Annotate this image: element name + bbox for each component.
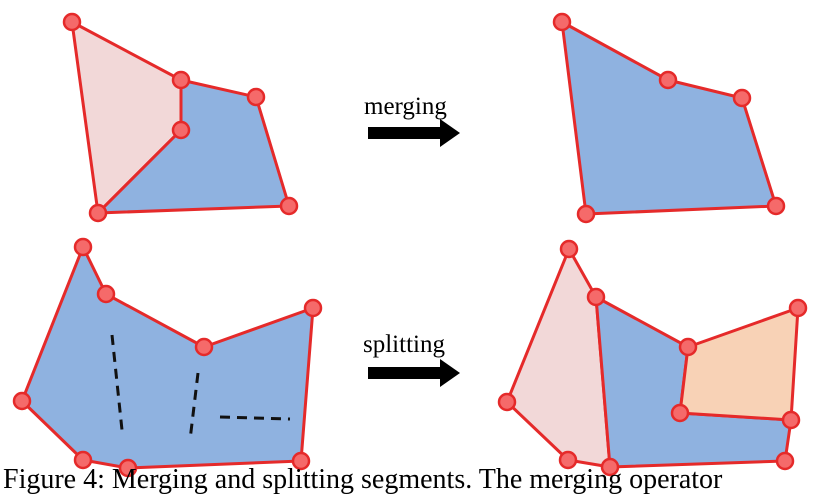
vertex — [96, 284, 116, 304]
vertex — [766, 196, 786, 216]
before-split-diagram — [12, 237, 323, 478]
arrow-shaft — [368, 367, 442, 379]
split-guide-lines — [110, 334, 291, 441]
vertex — [12, 391, 32, 411]
pink-region — [505, 247, 612, 469]
arrow-head — [440, 359, 460, 387]
vertex — [788, 298, 808, 318]
merged-blue-region — [560, 20, 778, 216]
vertex — [552, 12, 572, 32]
splitting-label: splitting — [363, 331, 445, 358]
vertex — [246, 87, 266, 107]
vertex — [775, 451, 795, 471]
vertex — [73, 237, 93, 257]
blue-region — [20, 245, 315, 470]
splitting-arrow — [368, 359, 460, 387]
vertex — [118, 458, 138, 478]
arrow-shaft — [368, 127, 442, 139]
vertex — [586, 287, 606, 307]
vertex — [600, 457, 620, 477]
vertex — [658, 70, 678, 90]
arrow-head — [440, 119, 460, 147]
vertex — [497, 392, 517, 412]
vertex-group — [12, 237, 323, 478]
vertex — [732, 88, 752, 108]
vertex — [194, 337, 214, 357]
vertex — [62, 12, 82, 32]
after-split-diagram — [497, 239, 808, 477]
vertex — [781, 410, 801, 430]
vertex — [171, 70, 191, 90]
vertex — [303, 298, 323, 318]
vertex-group — [497, 239, 808, 477]
vertex — [279, 196, 299, 216]
orange-region — [678, 306, 800, 422]
merging-label: merging — [364, 93, 447, 120]
vertex — [558, 450, 578, 470]
after-merge-diagram — [552, 12, 786, 224]
figure-caption: Figure 4: Merging and splitting segments… — [3, 464, 723, 495]
vertex-group — [552, 12, 786, 224]
before-merge-diagram — [62, 12, 299, 223]
vertex — [88, 203, 108, 223]
dashed-split-line — [219, 415, 291, 421]
vertex — [291, 451, 311, 471]
vertex — [670, 403, 690, 423]
dashed-split-line — [188, 372, 200, 441]
merging-arrow — [368, 119, 460, 147]
vertex — [171, 120, 191, 140]
vertex-group — [62, 12, 299, 223]
vertex — [73, 450, 93, 470]
vertex — [576, 204, 596, 224]
vertex — [678, 337, 698, 357]
vertex — [559, 239, 579, 259]
